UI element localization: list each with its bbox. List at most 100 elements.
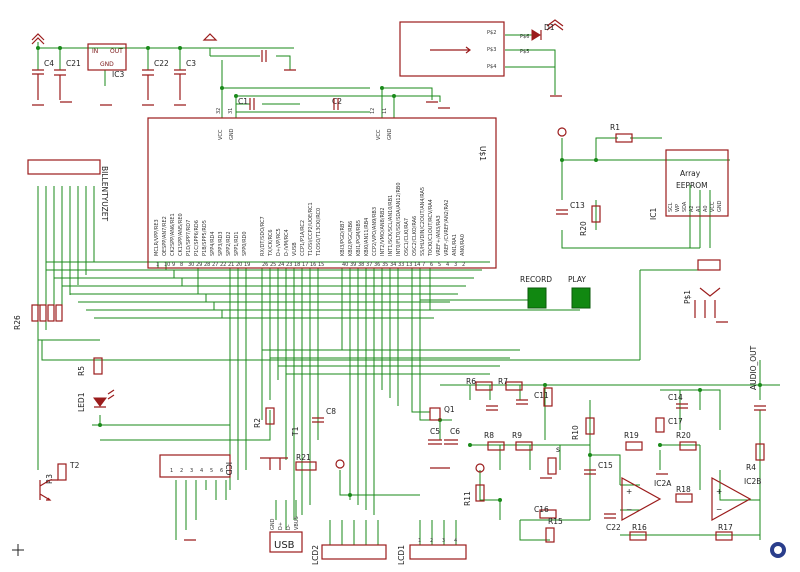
d1-label: D1: [544, 23, 555, 32]
r20-label: R21: [296, 453, 311, 462]
r26-label: R26: [13, 315, 22, 330]
u1-signal-24: CCP2/VPO/AN9/RB3: [372, 207, 378, 256]
r18-label: R19: [624, 431, 639, 440]
u1-vcc-2: VCC: [376, 129, 382, 140]
led-section: R5 LED1: [77, 357, 115, 412]
t1-label: T1: [291, 426, 300, 437]
lcd1-pin-0: 1: [418, 538, 421, 544]
u1-pin-num-22: 38: [358, 262, 364, 268]
ic3-pin-out: OUT: [110, 48, 123, 55]
u1-pin-num-8: 22: [220, 262, 226, 268]
u1-signal-27: INT0/FLT0/SDI/SDA/AN12/RB0: [396, 182, 402, 256]
ic1-pin-6: VCC: [710, 201, 716, 212]
u1-pin-num-3: 8: [180, 262, 183, 268]
u1-pin-num-21: 39: [350, 262, 356, 268]
u1-pin-num-6: 28: [204, 262, 210, 268]
pad-p4: P$6: [520, 34, 529, 40]
u1-signal-0: MCLR/VPP/RE3: [154, 219, 160, 256]
cap-c1: C1: [238, 97, 248, 106]
billentyuzet-label: BILLENTYUZET: [100, 166, 109, 221]
lcd2-label: LCD2: [311, 545, 320, 565]
usb-pin-0: GND: [270, 518, 276, 530]
u1-signal-6: P1B/SPP5/RD5: [202, 220, 208, 256]
u1-pin-num-30: 7: [422, 262, 425, 268]
u1-pin-num-23: 37: [366, 262, 372, 268]
led1-label: LED1: [77, 392, 86, 412]
cap-c19: C22: [154, 59, 169, 68]
u1-signal-12: RX/DT/SDO/RC7: [260, 216, 266, 256]
ic1-pin-4: A1: [696, 205, 702, 212]
cap-c3: C3: [186, 59, 196, 68]
u1-gnd-2: GND: [387, 128, 393, 140]
u1-gnd-1: GND: [229, 128, 235, 140]
r16-label: R17: [718, 523, 733, 532]
u1-signal-18: T1OSI/CCP2/UOE/RC1: [308, 202, 314, 257]
svg-text:+: +: [716, 487, 722, 496]
crystal-q1: Q1 C5 C6: [428, 405, 460, 445]
r5-label: R5: [77, 366, 86, 376]
opamp-ic2b: +− IC2B: [711, 476, 761, 522]
u1-pin-12: 12: [370, 108, 376, 114]
icd-pin-5: 6: [220, 468, 223, 474]
u1-signal-7: SPP4/RD4: [210, 231, 216, 256]
diode-d1: D1: [531, 23, 555, 41]
test-points: [335, 127, 567, 473]
pad-p1: P$2: [487, 30, 496, 36]
lcd1-pin-2: 3: [442, 538, 445, 544]
record-label: RECORD: [520, 275, 552, 284]
r10-label: R10: [571, 425, 580, 440]
u1-signal-9: SPP2/RD2: [226, 231, 232, 256]
u1-signal-11: SPP0/RD0: [242, 231, 248, 256]
u1-signal-21: KBI2/PGC/RB6: [348, 221, 354, 256]
u1-signal-23: KBI0/AN11/RB4: [364, 218, 370, 256]
cap-c8-group: C8: [312, 407, 336, 423]
u1-pin-num-20: 40: [342, 262, 348, 268]
c22-label: C22: [606, 523, 621, 532]
u1-signal-17: CCP1/P1A/RC2: [300, 220, 306, 256]
u1-signal-32: VREF+/AN3/RA3: [436, 215, 442, 256]
r2-label: R2: [253, 418, 262, 428]
icd-pin-2: 3: [190, 468, 193, 474]
transistor-t2: R3 T2: [39, 461, 80, 501]
r1-label: R1: [610, 123, 620, 132]
u1-pin-num-32: 5: [438, 262, 441, 268]
u1-pin-num-34: 3: [454, 262, 457, 268]
u1-pin-num-11: 19: [244, 262, 250, 268]
q1-label: Q1: [444, 405, 455, 414]
switch-block: P$2 P$3 P$4 P$6 P$5: [399, 21, 529, 77]
cap-c18: C21: [66, 59, 81, 68]
play-button[interactable]: PLAY: [568, 275, 591, 309]
u1-pin-num-33: 4: [446, 262, 449, 268]
c8-label: C8: [326, 407, 336, 416]
record-button[interactable]: RECORD: [520, 275, 552, 309]
logo-mark: [770, 542, 786, 558]
u1-pin-num-35: 2: [462, 262, 465, 268]
ic1-pin-3: A2: [689, 205, 695, 212]
u1-signal-5: P1C/SPP6/RD6: [194, 220, 200, 256]
icd-pin-4: 5: [210, 468, 213, 474]
c6-label: C6: [450, 427, 460, 436]
ic2b-label: IC2B: [744, 477, 761, 486]
usb-pin-2: D-: [286, 524, 292, 530]
lcd1-pin-1: 2: [430, 538, 433, 544]
ic1-pin-7: GND: [717, 200, 723, 212]
usb-pin-1: D+: [278, 522, 284, 530]
r1-r21-c13: R1 R20 C13: [556, 123, 633, 236]
ic1-eeprom: EEPROM: [676, 181, 708, 190]
lcd2-connector: LCD2: [311, 544, 387, 565]
svg-text:−: −: [626, 505, 632, 514]
ic1-label: IC1: [649, 208, 658, 220]
decoupling-caps: [249, 98, 339, 110]
u1-pin-num-1: 10: [164, 262, 170, 268]
u1-signal-25: INT2/VMO/AN8/RB2: [380, 207, 386, 256]
capacitor-group-top: [32, 50, 267, 100]
r9-label: R9: [512, 431, 522, 440]
ground-symbols: [32, 69, 728, 541]
u1-signal-20: KBI3/PGD/RB7: [340, 220, 346, 256]
t2-label: T2: [69, 461, 80, 470]
u1-pin-num-28: 13: [406, 262, 412, 268]
